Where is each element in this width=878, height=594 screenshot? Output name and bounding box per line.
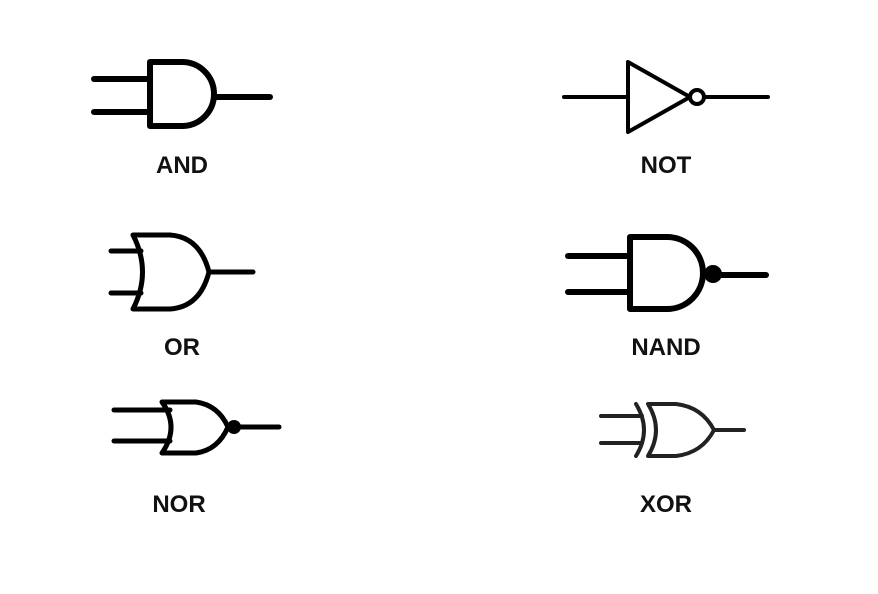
nand-label: NAND <box>631 334 700 361</box>
not-gate-icon <box>562 60 770 134</box>
not-body <box>626 60 692 134</box>
not-bubble <box>688 88 706 106</box>
xor-label: XOR <box>640 491 692 518</box>
or-gate-icon <box>108 232 256 312</box>
or-gate: OR <box>108 232 256 361</box>
xor-body <box>646 402 716 458</box>
nor-body <box>159 399 231 456</box>
xor-gate: XOR <box>599 402 746 518</box>
xor-gate-icon <box>599 402 746 458</box>
nand-gate: NAND <box>565 234 769 361</box>
and-gate: AND <box>91 59 273 179</box>
and-label: AND <box>156 152 208 179</box>
or-body <box>130 232 212 312</box>
nor-label: NOR <box>152 491 205 518</box>
xor-extra-curve <box>634 402 646 458</box>
nor-bubble <box>227 420 241 434</box>
nand-gate-icon <box>565 234 769 312</box>
and-gate-icon <box>91 59 273 129</box>
nor-gate-icon <box>111 399 282 456</box>
nor-gate: NOR <box>111 399 282 518</box>
nand-bubble <box>704 265 722 283</box>
and-body <box>147 59 217 129</box>
or-label: OR <box>164 334 200 361</box>
nand-body <box>627 234 706 312</box>
not-gate: NOT <box>562 60 770 179</box>
not-label: NOT <box>641 152 692 179</box>
